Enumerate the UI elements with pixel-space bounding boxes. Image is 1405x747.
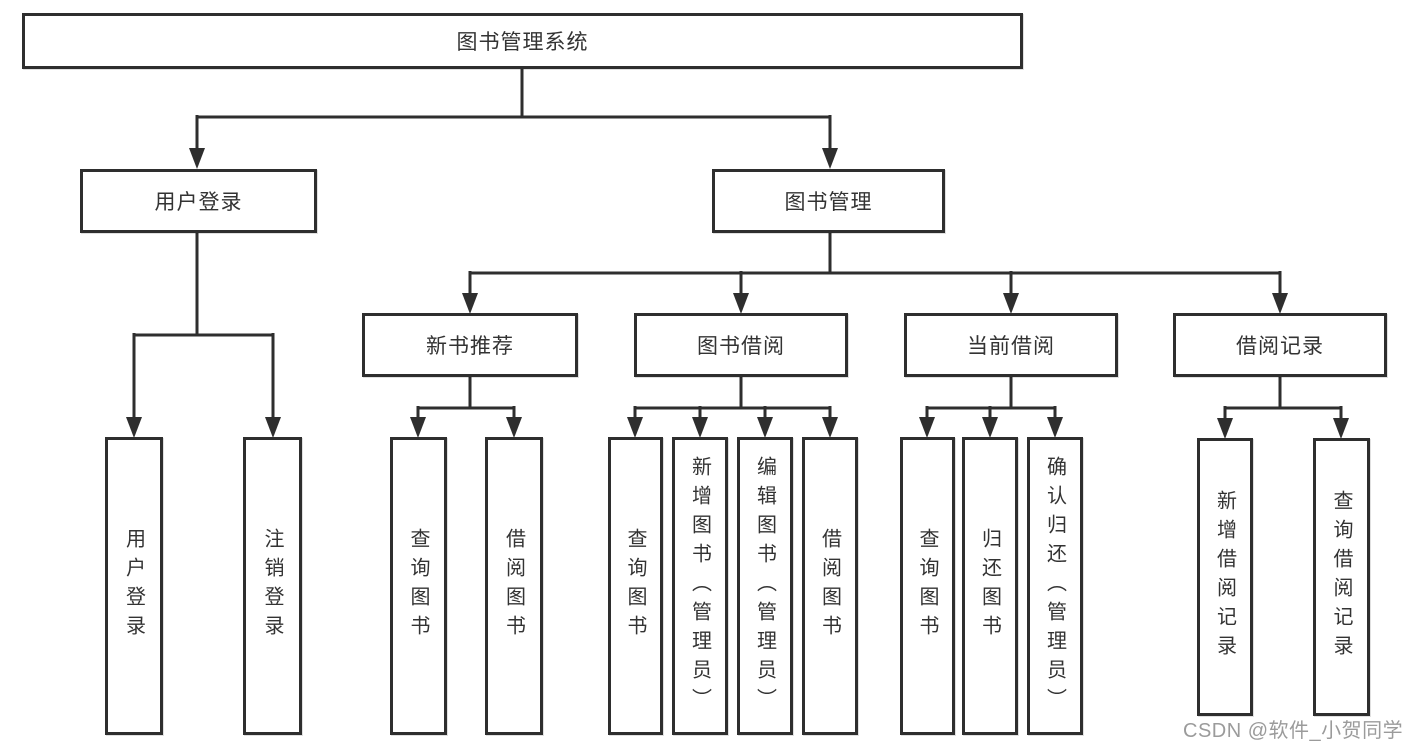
node-label: 查询图书 [624,528,646,644]
node-label: 用户登录 [122,528,145,644]
leaf-return-book: 归还图书 [962,437,1018,735]
arrowheads [126,148,1349,439]
node-label: 图书管理 [784,191,873,214]
leaf-query-books-borrow: 查询图书 [608,437,663,735]
node-label: 归还图书 [978,528,1001,644]
leaf-add-book-admin: 新增图书（管理员） [672,437,728,735]
leaf-add-borrow-record: 新增借阅记录 [1197,438,1253,716]
watermark: CSDN @软件_小贺同学 [1183,720,1404,742]
leaf-query-books-current: 查询图书 [900,437,955,735]
node-label: 确认归还（管理员） [1043,455,1066,717]
node-label: 用户登录 [154,191,243,214]
node-label: 注销登录 [261,528,283,644]
leaf-query-books-recommend: 查询图书 [390,437,447,735]
leaf-user-login: 用户登录 [105,437,163,735]
node-label: 借阅图书 [818,528,841,644]
node-new-book-recommend: 新书推荐 [362,313,578,377]
node-label: 新增借阅记录 [1213,490,1236,664]
leaf-confirm-return-admin: 确认归还（管理员） [1027,437,1083,735]
node-library-management-system: 图书管理系统 [22,13,1023,69]
node-current-borrow: 当前借阅 [904,313,1118,377]
node-label: 借阅记录 [1236,335,1324,358]
leaf-edit-book-admin: 编辑图书（管理员） [737,437,793,735]
leaf-query-borrow-record: 查询借阅记录 [1313,438,1370,716]
node-label: 当前借阅 [967,335,1055,358]
node-book-management: 图书管理 [712,169,945,233]
node-label: 查询图书 [407,528,429,644]
node-book-borrow: 图书借阅 [634,313,848,377]
leaf-borrow-books: 借阅图书 [802,437,858,735]
node-label: 编辑图书（管理员） [753,455,776,717]
node-label: 新增图书（管理员） [688,455,711,717]
node-user-login: 用户登录 [80,169,317,233]
node-label: 查询借阅记录 [1330,490,1352,664]
leaf-logout: 注销登录 [243,437,302,735]
node-label: 图书借阅 [697,335,785,358]
node-borrow-records: 借阅记录 [1173,313,1387,377]
node-label: 查询图书 [916,528,938,644]
node-label: 图书管理系统 [456,31,589,54]
node-label: 借阅图书 [502,528,525,644]
leaf-borrow-books-recommend: 借阅图书 [485,437,543,735]
node-label: 新书推荐 [426,335,514,358]
